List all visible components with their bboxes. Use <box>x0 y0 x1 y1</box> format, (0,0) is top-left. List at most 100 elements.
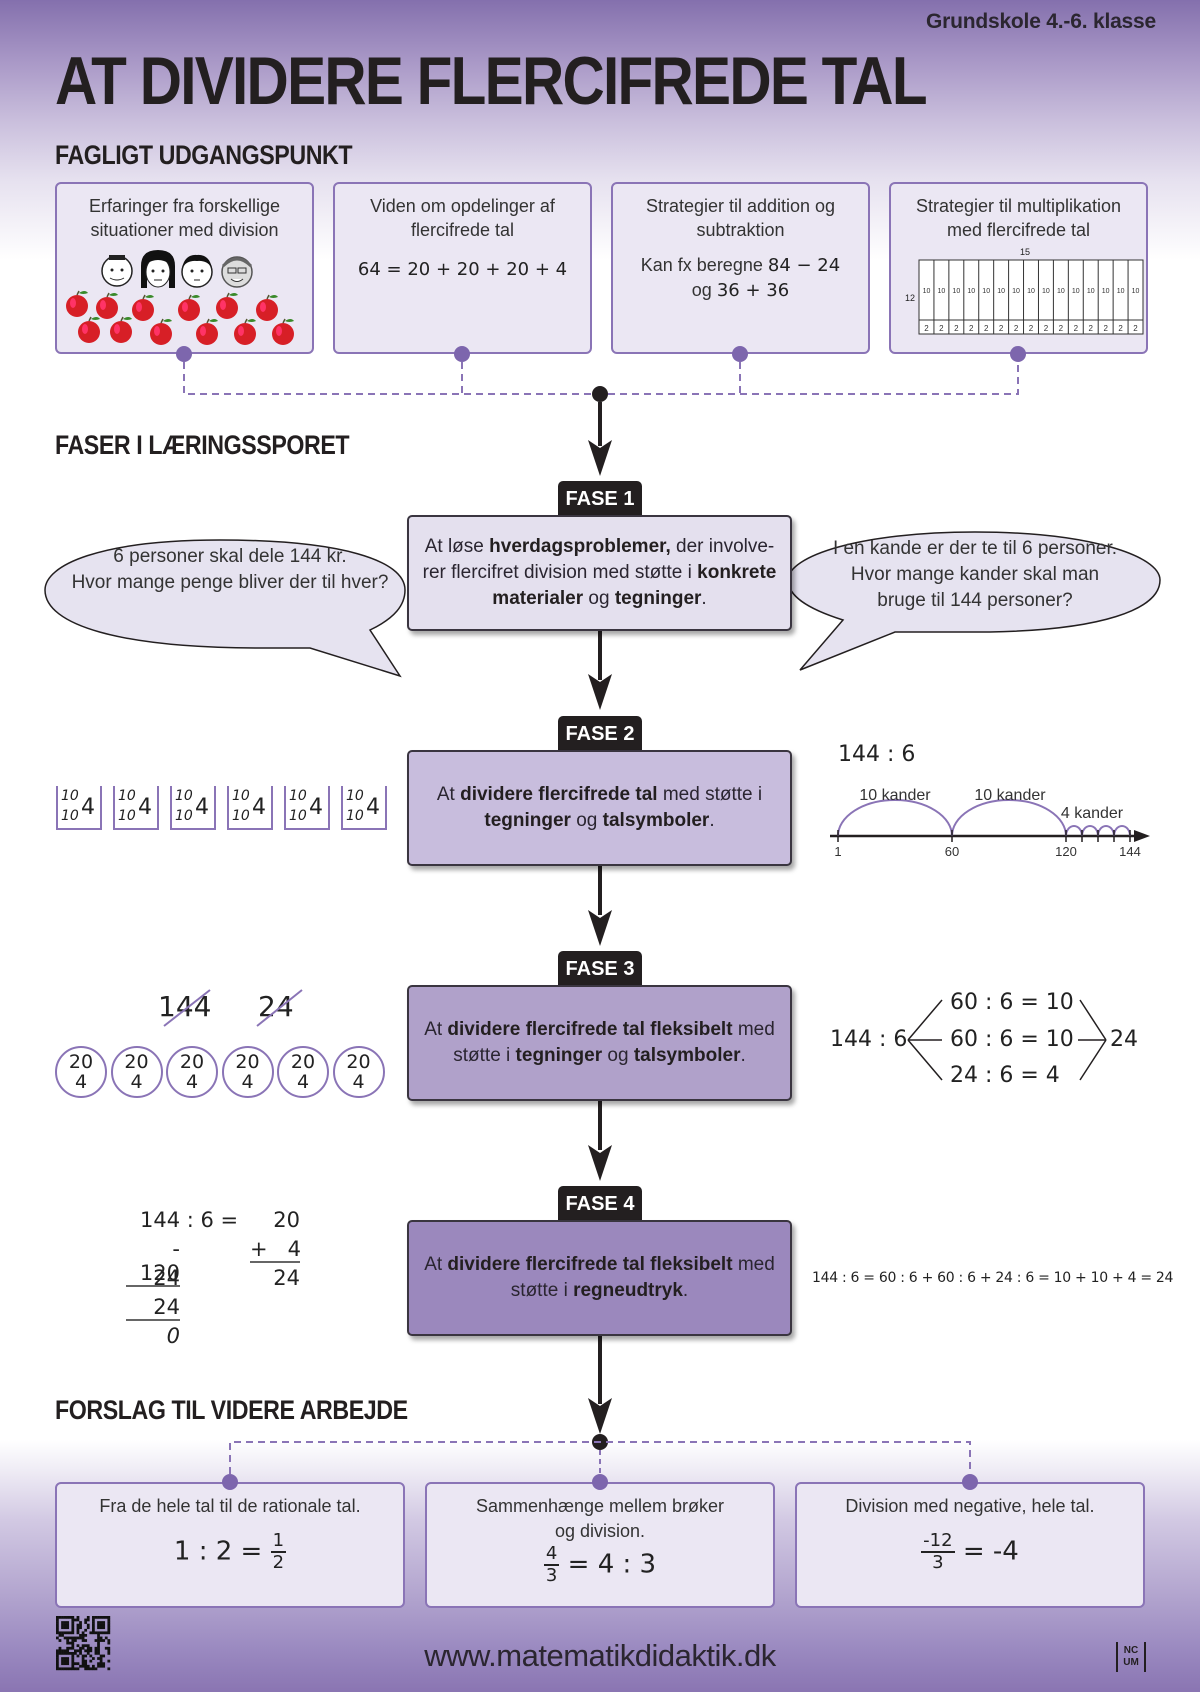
bubble-right-text: I en kande er der te til 6 personer. Hvo… <box>832 538 1118 611</box>
crossed-number-24: 24 <box>258 990 294 1023</box>
starting-card-multiplication: Strategier til multiplikation med flerci… <box>889 182 1148 354</box>
jump-label-3: 4 kander <box>1061 805 1124 822</box>
number-line: 1 60 120 144 10 kander 10 kander 4 kande… <box>830 787 1150 859</box>
starting-card-decomposition: Viden om opdelinger af flercifrede tal 6… <box>333 182 592 354</box>
number-line-arrowhead <box>1134 830 1150 842</box>
sum-row-1: 20 <box>273 1208 300 1232</box>
phase-description: At dividere flercifrede tal med støtte i… <box>436 784 763 831</box>
phase-4-box: At dividere flercifrede tal fleksibelt m… <box>407 1220 792 1336</box>
grid-cell-bottom: 2 <box>1074 324 1079 333</box>
grade-label: Grundskole 4.-6. klasse <box>925 10 1156 33</box>
connector-dot <box>222 1474 238 1490</box>
example-text: Kan fx beregne <box>640 255 763 275</box>
further-card-fractions: Sammenhænge mellem brøker og division. 4… <box>425 1482 775 1608</box>
connector-dot <box>592 1474 608 1490</box>
apples-group <box>66 290 294 345</box>
apple-icon <box>178 294 200 321</box>
phase-3-box: At dividere flercifrede tal fleksibelt m… <box>407 985 792 1101</box>
long-division-row-2: 24 <box>153 1266 180 1290</box>
face-icon-4 <box>221 256 253 288</box>
phase-2-box: At dividere flercifrede tal med støtte i… <box>407 750 792 866</box>
jump-label-1: 10 kander <box>859 787 931 804</box>
grid-cell-bottom: 2 <box>1059 324 1064 333</box>
website-link[interactable]: www.matematikdidaktik.dk <box>424 1638 776 1673</box>
grid-cell-bottom: 2 <box>954 324 959 333</box>
tick-label-1: 1 <box>834 844 841 859</box>
dashed-connector-top-inner <box>461 362 741 394</box>
dashed-connector-bottom <box>229 1441 971 1474</box>
apple-icon <box>110 316 132 343</box>
example-join: og <box>691 280 712 300</box>
grid-cell-top: 10 <box>997 288 1005 295</box>
grid-cell-top: 10 <box>923 288 931 295</box>
section-title-phases: FASER I LÆRINGSSPORET <box>55 430 350 460</box>
section-title-further-work: FORSLAG TIL VIDERE ARBEJDE <box>55 1395 408 1425</box>
apple-icon <box>216 292 238 319</box>
split-right: 24 <box>1110 1027 1138 1052</box>
grid-cell-top: 10 <box>952 288 960 295</box>
tick-label-60: 60 <box>945 844 959 859</box>
further-card-rational: Fra de hele tal til de rationale tal. 1 … <box>55 1482 405 1608</box>
card-title: Division med negative, hele tal. <box>845 1496 1095 1516</box>
grid-cell-bottom: 2 <box>1029 324 1034 333</box>
phase-description: At løse hverdagsproblemer, der involve-r… <box>422 536 777 609</box>
grid-cell-top: 10 <box>982 288 990 295</box>
sum-row-2: + 4 <box>250 1237 301 1263</box>
arrow-to-further <box>588 1336 612 1434</box>
grid-cell-top: 10 <box>1087 288 1095 295</box>
decomposition-equation: 64 = 20 + 20 + 20 + 4 <box>357 259 568 280</box>
publisher-logo: NCUM <box>1116 1642 1146 1672</box>
connector-dot <box>176 346 192 362</box>
grid-cell-top: 10 <box>1117 288 1125 295</box>
arrow-to-phase3 <box>588 866 612 946</box>
apple-icon <box>96 292 118 319</box>
long-division-row-4: 0 <box>166 1324 180 1348</box>
example-addition: 36 + 36 <box>716 280 790 301</box>
card-title: Sammenhænge mellem brøker og division. <box>475 1496 725 1541</box>
connector-dot <box>732 346 748 362</box>
split-row-3: 24 : 6 = 4 <box>950 1063 1060 1088</box>
grid-cell-bottom: 2 <box>984 324 989 333</box>
qr-code-icon[interactable] <box>56 1616 111 1671</box>
grid-cell-bottom: 2 <box>1133 324 1138 333</box>
apple-icon <box>66 290 88 317</box>
section-title-starting-point: FAGLIGT UDGANGSPUNKT <box>55 140 353 170</box>
dashed-connector-top <box>183 362 1019 395</box>
grid-cell-top: 10 <box>1102 288 1110 295</box>
split-row-1: 60 : 6 = 10 <box>950 990 1074 1015</box>
sum-row-3: 24 <box>273 1266 300 1290</box>
tick-label-144: 144 <box>1119 844 1141 859</box>
faces-apples-illustration <box>66 250 294 345</box>
phase-1-tag: FASE 1 <box>558 481 642 517</box>
apple-icon <box>150 318 172 345</box>
grid-cell-top: 10 <box>1072 288 1080 295</box>
face-icon-2 <box>141 250 175 288</box>
grid-cell-top: 10 <box>1012 288 1020 295</box>
grid-cell-bottom: 2 <box>1103 324 1108 333</box>
apple-icon <box>256 294 278 321</box>
strike-24 <box>256 989 303 1027</box>
apple-icon <box>78 316 100 343</box>
connector-dot <box>962 1474 978 1490</box>
card-title: Erfaringer fra forskellige situationer m… <box>88 196 281 240</box>
grid-cell-top: 10 <box>967 288 975 295</box>
connector-dot <box>1010 346 1026 362</box>
grid-cell-bottom: 2 <box>969 324 974 333</box>
face-icon-1 <box>101 255 133 287</box>
face-icon-3 <box>181 254 213 288</box>
card-title: Fra de hele tal til de rationale tal. <box>99 1496 361 1516</box>
grid-cell-top: 10 <box>1042 288 1050 295</box>
bubble-left-text: 6 personer skal dele 144 kr. Hvor mange … <box>71 546 389 593</box>
page-title: AT DIVIDERE FLERCIFREDE TAL <box>55 43 928 119</box>
junction-dot-top <box>592 386 608 402</box>
phase-description: At dividere flercifrede tal fleksibelt m… <box>424 1254 775 1301</box>
starting-card-add-sub: Strategier til addition og subtraktion K… <box>611 182 870 354</box>
arrow-to-phase4 <box>588 1101 612 1181</box>
